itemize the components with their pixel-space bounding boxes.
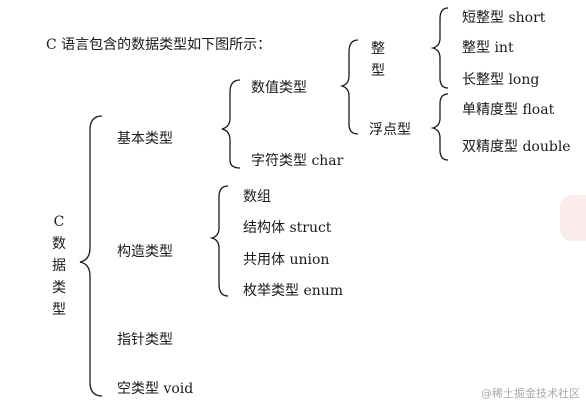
char-type-label: 字符类型 char [251,153,344,169]
enum-label: 枚举类型 enum [243,283,344,299]
union-label: 共用体 union [243,252,330,268]
pointer-types-label: 指针类型 [117,332,173,348]
long-type-label: 长整型 long [462,72,540,88]
integer-label-char: 型 [371,63,385,79]
float-brace [430,93,449,161]
int-type-label: 整型 int [462,40,514,56]
void-type-label: 空类型 void [117,381,194,397]
root-brace [79,115,103,397]
root-label-char: 据 [52,258,66,274]
numeric-brace [339,39,359,135]
root-label-char: 数 [52,236,66,252]
array-label: 数组 [243,189,271,205]
constructed-types-label: 构造类型 [117,244,173,260]
root-label-char: 型 [52,302,66,318]
double-type-label: 双精度型 double [462,139,571,155]
struct-label: 结构体 struct [243,220,332,236]
basic-types-label: 基本类型 [117,131,173,147]
numeric-types-label: 数值类型 [251,80,307,96]
root-label-char: C [53,214,65,230]
watermark-text: @稀土掘金技术社区 [481,387,580,400]
float-type-label: 单精度型 float [462,102,555,118]
edge-stamp [560,195,586,241]
basic-brace [221,79,241,169]
float-point-label: 浮点型 [369,122,411,138]
short-type-label: 短整型 short [462,10,546,26]
root-label-char: 类 [52,280,66,296]
intro-text: C 语言包含的数据类型如下图所示： [46,37,272,53]
integer-label-char: 整 [371,41,385,57]
integer-brace [430,7,449,89]
constructed-brace [209,185,229,297]
